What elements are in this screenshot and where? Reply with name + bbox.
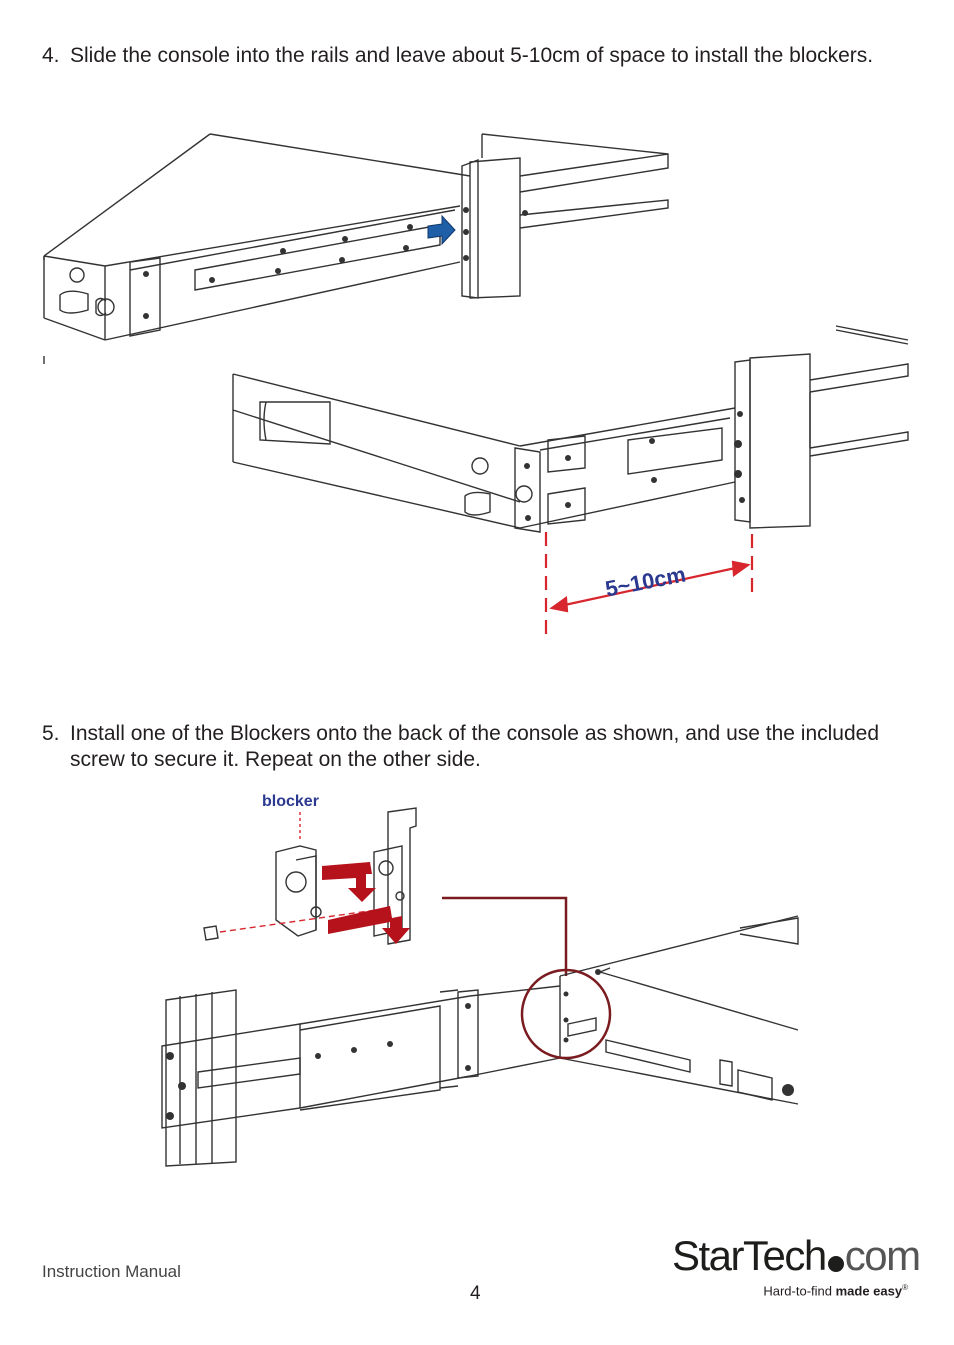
step-4-instruction: 4. Slide the console into the rails and … bbox=[42, 43, 882, 69]
callout-circle bbox=[520, 968, 612, 1060]
step-text: Install one of the Blockers onto the bac… bbox=[70, 722, 880, 771]
footer-manual-label: Instruction Manual bbox=[42, 1262, 181, 1281]
step-5-instruction: 5. Install one of the Blockers onto the … bbox=[42, 721, 882, 773]
step-text: Slide the console into the rails and lea… bbox=[70, 44, 874, 67]
page-number: 4 bbox=[470, 1283, 481, 1304]
tagline-plain: Hard-to-find bbox=[763, 1283, 836, 1299]
startech-logo: StarTech com Hard-to-find made easy® bbox=[672, 1232, 921, 1302]
logo-wordmark: StarTech com bbox=[672, 1232, 921, 1280]
tagline-bold: made easy bbox=[835, 1283, 903, 1299]
figure-slide-console-illustration: 5~10cm bbox=[43, 133, 909, 636]
logo-dot-icon bbox=[827, 1256, 844, 1272]
logo-tagline: Hard-to-find made easy® bbox=[763, 1283, 908, 1298]
logo-brand-left: StarTech bbox=[672, 1232, 827, 1279]
tagline-registered-mark: ® bbox=[902, 1283, 908, 1292]
step-number: 4. bbox=[42, 44, 60, 67]
blocker-label: blocker bbox=[262, 793, 319, 810]
logo-brand-right: com bbox=[844, 1232, 921, 1279]
step-number: 5. bbox=[42, 722, 60, 745]
